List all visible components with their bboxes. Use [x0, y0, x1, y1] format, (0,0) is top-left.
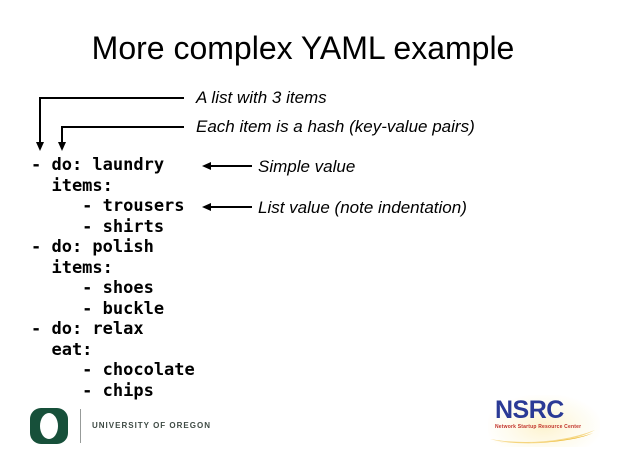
- nsrc-tagline: Network Startup Resource Center: [495, 424, 582, 430]
- callout-simple-value: Simple value: [258, 157, 356, 176]
- elbow-arrow-list-vertical: [39, 97, 41, 142]
- yaml-code-block: - do: laundry items: - trousers - shirts…: [31, 155, 195, 401]
- callout-hash: Each item is a hash (key-value pairs): [196, 117, 475, 136]
- page-title: More complex YAML example: [91, 30, 515, 66]
- callout-list-items: A list with 3 items: [196, 88, 327, 107]
- arrow-down-icon: [35, 142, 44, 151]
- logo-divider: [80, 409, 81, 443]
- arrow-down-icon: [57, 142, 66, 151]
- oregon-o-icon: [30, 408, 68, 444]
- callout-list-value: List value (note indentation): [258, 198, 467, 217]
- arrow-left-icon: [202, 202, 211, 211]
- elbow-arrow-list-horizontal: [39, 97, 184, 99]
- nsrc-logo: NSRC Network Startup Resource Center: [488, 395, 600, 447]
- nsrc-wordmark: NSRC: [495, 396, 564, 424]
- elbow-arrow-hash-horizontal: [61, 126, 184, 128]
- arrow-left-icon: [202, 161, 211, 170]
- oregon-o-hole: [40, 413, 58, 439]
- university-name-label: UNIVERSITY OF OREGON: [92, 421, 211, 430]
- nsrc-swoosh-icon: [490, 430, 595, 444]
- list-value-arrow-line: [210, 206, 252, 208]
- university-of-oregon-logo: UNIVERSITY OF OREGON: [30, 407, 290, 447]
- elbow-arrow-hash-vertical: [61, 126, 63, 142]
- simple-value-arrow-line: [210, 165, 252, 167]
